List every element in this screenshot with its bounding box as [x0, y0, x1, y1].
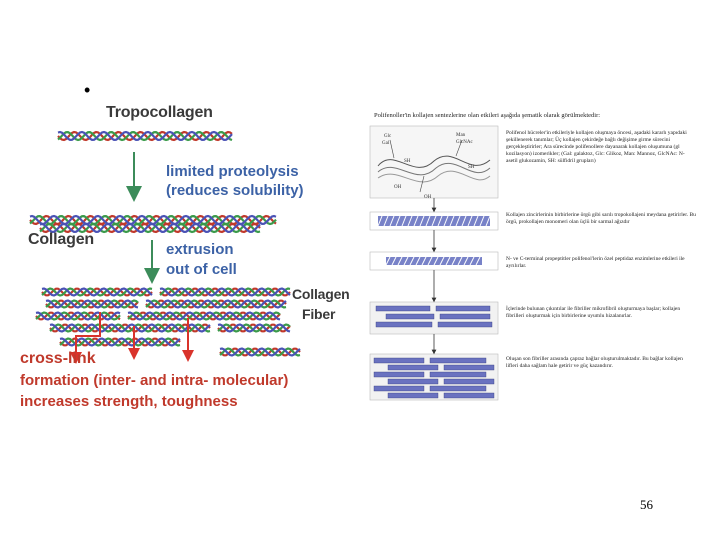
crosslink-label-line2: formation (inter- and intra- molecular) [20, 372, 289, 389]
fiber-row-1b [159, 287, 291, 297]
bullet-point: • [84, 80, 91, 100]
page-number: 56 [640, 497, 653, 512]
right-figure-title: Polifenoller'in kollajen sentezlerine ol… [374, 112, 601, 119]
fiber-row-4b [217, 323, 291, 333]
step5-fibril-image [369, 353, 499, 401]
fiber-row-1a [41, 287, 153, 297]
molecule-label: Gal [382, 141, 390, 146]
fiber-row-3b [127, 311, 281, 321]
molecule-label: Man [456, 133, 466, 138]
collagen-label: Collagen [28, 231, 94, 248]
step3-description: N- ve C-terminal propeptitler polifenol'… [506, 256, 685, 269]
extrusion-label-line1: extrusion [166, 241, 234, 258]
crosslink-arrow-1 [70, 312, 101, 364]
crosslink-arrows [70, 312, 194, 364]
proteolysis-label-line1: limited proteolysis [166, 163, 299, 180]
molecule-label: OH [394, 185, 402, 190]
molecule-label: SH [404, 159, 411, 164]
step2-helix-image [369, 211, 499, 231]
molecule-label: Glc [384, 134, 392, 139]
step4-microfibril-image [369, 301, 499, 335]
molecule-label: SH [468, 165, 475, 170]
step1-molecule-image [369, 125, 499, 199]
fiber-label-line2: Fiber [302, 306, 336, 322]
right-figure: Polifenoller'in kollajen sentezlerine ol… [364, 106, 702, 414]
extrusion-label-line2: out of cell [166, 261, 237, 278]
collagen-helix-1 [29, 214, 277, 226]
fiber-row-2b [145, 299, 287, 309]
proteolysis-label-line2: (reduces solubility) [166, 182, 304, 199]
fiber-row-5b [219, 347, 301, 357]
collagen-diagram [29, 130, 301, 364]
step5-description: Oluşan son fibriller arasında çapraz bağ… [506, 356, 683, 369]
step3-tropocollagen-image [369, 251, 499, 271]
collagen-helix-2 [39, 222, 261, 234]
tropocollagen-label: Tropocollagen [106, 104, 213, 121]
fiber-row-2a [45, 299, 139, 309]
step1-description: Polifenol hücreler'in etkileriyle kollaj… [506, 130, 687, 164]
fiber-row-4a [49, 323, 211, 333]
left-figure: Tropocollagen limited proteolysis (reduc… [0, 0, 360, 420]
step2-description: Kollajen zincirlerinin birbirlerine örgü… [506, 212, 696, 225]
crosslink-label-line3: increases strength, toughness [20, 393, 238, 410]
molecule-label: GlcNAc [456, 140, 473, 145]
fiber-row-3a [35, 311, 121, 321]
fiber-label-line1: Collagen [292, 286, 350, 302]
step4-description: İçlerinde bulunan çıkıntılar ile fibrill… [506, 306, 681, 319]
crosslink-label-line1: cross-link [20, 350, 96, 367]
fiber-row-5a [59, 337, 181, 347]
molecule-label: OH [424, 195, 432, 200]
tropocollagen-helix [57, 130, 233, 142]
